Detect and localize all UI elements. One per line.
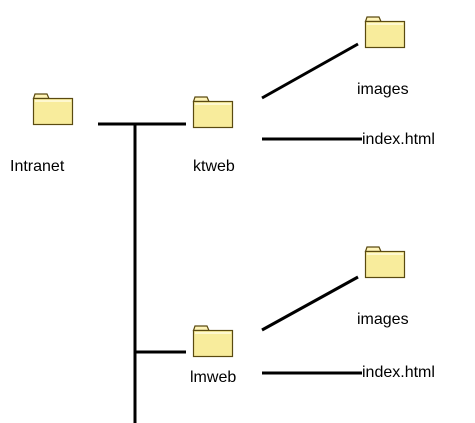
ktweb-images-connector-line: [261, 42, 359, 100]
folder-icon[interactable]: [364, 14, 406, 49]
root-folder-label: Intranet: [10, 158, 65, 175]
folder-icon[interactable]: [364, 244, 406, 279]
site-folder-label: ktweb: [193, 158, 235, 175]
subfolder-label: images: [357, 81, 409, 98]
subfolder-label: images: [357, 311, 409, 328]
site-folder-label: lmweb: [190, 369, 237, 386]
folder-icon[interactable]: [32, 91, 74, 126]
file-label[interactable]: index.html: [362, 364, 435, 381]
folder-icon[interactable]: [192, 94, 234, 129]
file-label[interactable]: index.html: [362, 131, 435, 148]
folder-icon[interactable]: [192, 323, 234, 358]
lmweb-images-connector-line: [261, 275, 359, 332]
